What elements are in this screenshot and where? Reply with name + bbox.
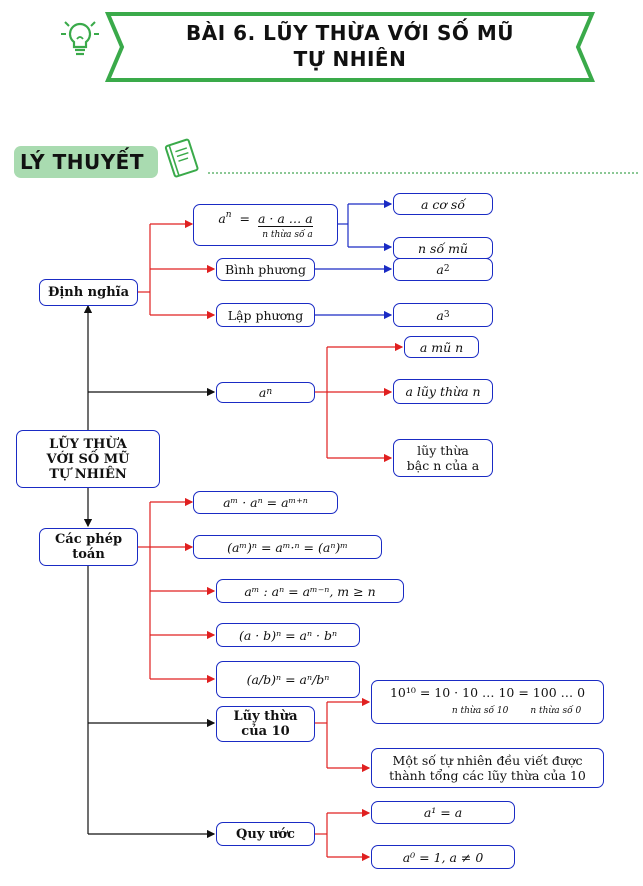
title-line-2: TỰ NHIÊN [293,47,407,71]
luy-thua-10-line-1: Lũy thừa [233,709,298,724]
pow10-expr: 10¹⁰ = 10 · 10 … 10 = 100 … 0 [389,685,586,700]
node-luy-thua-10: Lũy thừa của 10 [216,706,315,742]
node-a-luy-thua-n: a lũy thừa n [393,379,493,404]
op3-label: aᵐ : aⁿ = aᵐ⁻ⁿ, m ≥ n [244,583,376,599]
node-op2: (aᵐ)ⁿ = aᵐ·ⁿ = (aⁿ)ᵐ [193,535,382,559]
node-root: LŨY THỪA VỚI SỐ MŨ TỰ NHIÊN [16,430,160,488]
a3-base: a [436,307,444,323]
op4-label: (a · b)ⁿ = aⁿ · bⁿ [238,627,338,643]
node-luy-thua-bac: lũy thừa bậc n của a [393,439,493,477]
section-divider [208,172,638,174]
dinh-nghia-label: Định nghĩa [47,285,130,300]
node-cac-phep-toan: Các phép toán [39,528,138,566]
conv1-label: a¹ = a [423,805,463,820]
title-line-1: BÀI 6. LŨY THỪA VỚI SỐ MŨ [186,21,514,45]
natural-line-1: Một số tự nhiên đều viết được [392,753,583,768]
node-pow10: 10¹⁰ = 10 · 10 … 10 = 100 … 0 n thừa số … [371,680,604,724]
node-conv2: a⁰ = 1, a ≠ 0 [371,845,515,869]
luy-thua-bac-line-2: bậc n của a [406,458,480,473]
a2-base: a [436,262,444,277]
node-co-so: a cơ số [393,193,493,215]
def-sub: n thừa số a [262,229,313,240]
book-icon [164,138,199,178]
natural-line-2: thành tổng các lũy thừa của 10 [389,768,586,783]
a-mu-n-label: a mũ n [419,339,464,355]
node-binh-phuong: Bình phương [216,258,315,281]
an-base: a [258,385,267,400]
op2-label: (aᵐ)ⁿ = aᵐ·ⁿ = (aⁿ)ᵐ [227,539,348,555]
binh-phuong-label: Bình phương [225,262,306,277]
co-so-label: a cơ số [421,196,465,212]
node-definition: an = a · a … a n thừa số a [193,204,338,246]
cac-phep-toan-line-1: Các phép [54,532,123,547]
node-op5: (a/b)ⁿ = aⁿ/bⁿ [216,661,360,698]
node-dinh-nghia: Định nghĩa [39,279,138,306]
node-op4: (a · b)ⁿ = aⁿ · bⁿ [216,623,360,647]
pow10-sub-2: n thừa số 0 [530,706,582,716]
a2-exp: 2 [443,264,450,274]
section-label: LÝ THUYẾT [20,150,144,174]
page-title: BÀI 6. LŨY THỪA VỚI SỐ MŨ TỰ NHIÊN [150,20,550,72]
a-luy-thua-n-label: a lũy thừa n [405,384,481,399]
node-op3: aᵐ : aⁿ = aᵐ⁻ⁿ, m ≥ n [216,579,404,603]
lap-phuong-label: Lập phương [227,307,304,323]
an-exp: n [266,387,273,397]
def-base: a [218,210,226,226]
quy-uoc-label: Quy ước [236,826,295,842]
a3-exp: 3 [443,309,450,320]
title-banner [104,12,596,82]
op1-label: aᵐ · aⁿ = aᵐ⁺ⁿ [223,495,308,510]
op5-label: (a/b)ⁿ = aⁿ/bⁿ [246,672,330,687]
cac-phep-toan-line-2: toán [72,547,105,562]
luy-thua-bac-line-1: lũy thừa [417,443,469,458]
def-exp: n [225,209,232,220]
node-so-mu: n số mũ [393,237,493,259]
root-line-3: TỰ NHIÊN [49,466,127,482]
conv2-label: a⁰ = 1, a ≠ 0 [402,849,484,865]
node-quy-uoc: Quy ước [216,822,315,846]
so-mu-label: n số mũ [418,240,468,256]
node-a-mu-n: a mũ n [404,336,479,358]
luy-thua-10-line-2: của 10 [241,724,290,739]
def-product: a · a … a [257,210,313,227]
pow10-sub-1: n thừa số 10 [451,706,509,716]
root-line-2: VỚI SỐ MŨ [46,451,130,467]
section-tag [14,146,158,178]
node-lap-phuong: Lập phương [216,303,315,327]
root-line-1: LŨY THỪA [49,436,127,452]
node-op1: aᵐ · aⁿ = aᵐ⁺ⁿ [193,491,338,514]
node-natural-sum: Một số tự nhiên đều viết được thành tổng… [371,748,604,788]
node-conv1: a¹ = a [371,801,515,824]
lightbulb-icon [61,21,99,56]
def-equals: = [239,210,250,226]
